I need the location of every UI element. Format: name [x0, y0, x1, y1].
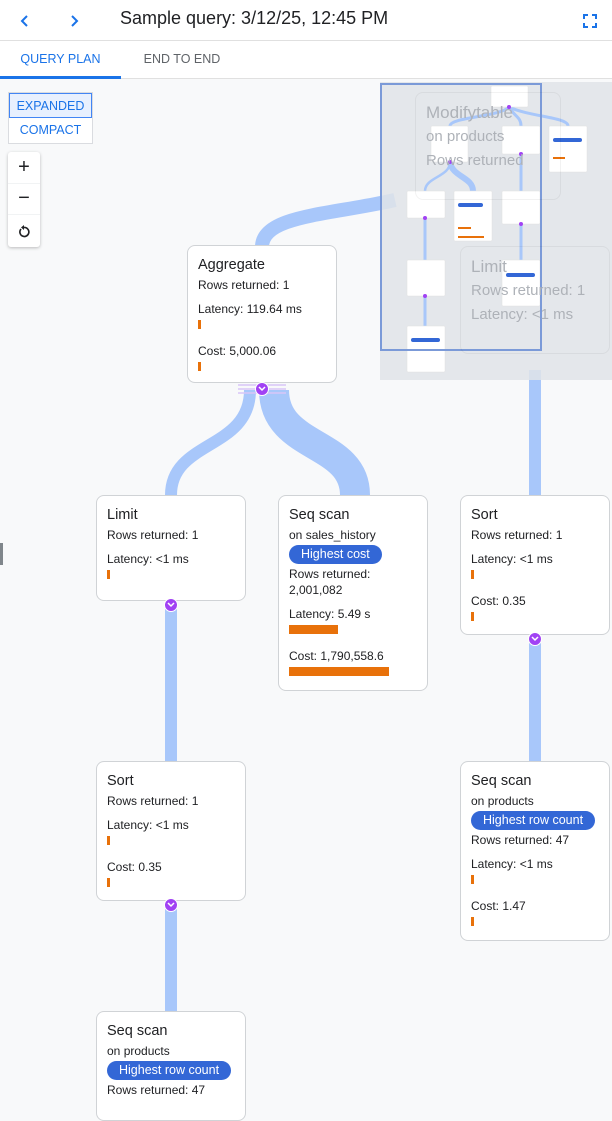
latency-bar	[471, 875, 474, 884]
chevron-left-icon	[20, 15, 28, 27]
node-latency: Latency: <1 ms	[107, 552, 189, 566]
edge-aggregate-seqscan	[259, 388, 370, 497]
tab-end-to-end[interactable]: END TO END	[143, 52, 221, 66]
cost-bar	[471, 917, 474, 926]
node-latency: Latency: <1 ms	[107, 818, 189, 832]
node-title: Seq scan	[471, 773, 532, 789]
edge-root-aggregate	[255, 193, 397, 249]
latency-bar	[289, 625, 338, 634]
node-rows-returned-value: 2,001,082	[289, 583, 343, 597]
zoom-controls: + −	[8, 152, 40, 247]
node-on-label: on	[471, 794, 485, 808]
expand-chevron-icon[interactable]	[255, 382, 269, 396]
node-on-label: on	[107, 1044, 121, 1058]
back-button[interactable]	[10, 6, 40, 36]
node-table: on sales_history	[289, 527, 417, 543]
fullscreen-button[interactable]	[575, 6, 605, 36]
expand-chevron-icon[interactable]	[164, 598, 178, 612]
cost-bar	[471, 612, 474, 621]
node-table: on products	[471, 793, 599, 809]
expand-chevron-icon[interactable]	[164, 898, 178, 912]
forward-button[interactable]	[59, 6, 89, 36]
node-cost: Cost: 0.35	[107, 860, 162, 874]
latency-bar	[107, 836, 110, 845]
expanded-button[interactable]: EXPANDED	[9, 93, 92, 118]
minimap-viewport[interactable]	[380, 83, 542, 351]
node-rows-returned: Rows returned: 1	[198, 278, 290, 292]
minimap[interactable]	[380, 82, 612, 380]
node-title: Limit	[107, 507, 138, 523]
node-badge: Highest cost	[289, 545, 382, 564]
page-title: Sample query: 3/12/25, 12:45 PM	[120, 8, 389, 28]
node-table: on products	[107, 1043, 235, 1059]
node-title: Seq scan	[289, 507, 350, 523]
edge-aggregate-limit	[165, 389, 256, 496]
node-title: Seq scan	[107, 1023, 168, 1039]
cost-bar	[107, 878, 110, 887]
zoom-out-button[interactable]: −	[8, 184, 40, 216]
node-on-label: on	[289, 528, 303, 542]
node-latency: Latency: 119.64 ms	[198, 302, 302, 316]
node-title: Sort	[471, 507, 498, 523]
side-drag-handle[interactable]	[0, 543, 3, 565]
node-badge: Highest row count	[107, 1061, 232, 1080]
node-latency: Latency: <1 ms	[471, 857, 553, 871]
node-rows-returned-label: Rows returned:	[289, 567, 371, 581]
node-table-name: sales_history	[305, 528, 376, 542]
node-rows-returned: Rows returned: 47	[471, 833, 570, 847]
fullscreen-icon	[583, 14, 597, 28]
node-title: Sort	[107, 773, 134, 789]
cost-bar	[198, 362, 201, 371]
node-cost: Cost: 0.35	[471, 594, 526, 608]
chevron-right-icon	[71, 15, 79, 27]
view-mode-toggle: EXPANDED COMPACT	[8, 92, 93, 144]
latency-bar	[107, 570, 110, 579]
cost-bar	[289, 667, 389, 676]
node-rows-returned: Rows returned: 1	[107, 528, 199, 542]
node-latency: Latency: <1 ms	[471, 552, 553, 566]
tab-bar: QUERY PLAN END TO END	[0, 41, 612, 79]
node-cost: Cost: 5,000.06	[198, 344, 277, 358]
node-latency: Latency: 5.49 s	[289, 607, 371, 621]
minimap-graph	[406, 85, 588, 373]
expand-chevron-icon[interactable]	[528, 632, 542, 646]
reset-zoom-button[interactable]	[8, 215, 40, 247]
node-rows-returned: Rows returned: 47	[107, 1083, 206, 1097]
header: Sample query: 3/12/25, 12:45 PM	[0, 0, 612, 41]
zoom-in-button[interactable]: +	[8, 152, 40, 184]
compact-button[interactable]: COMPACT	[19, 123, 82, 137]
node-rows-returned: Rows returned: 1	[107, 794, 199, 808]
node-table-name: products	[123, 1044, 170, 1058]
node-table-name: products	[487, 794, 534, 808]
node-cost: Cost: 1,790,558.6	[289, 649, 384, 663]
node-title: Aggregate	[198, 257, 265, 273]
latency-bar	[198, 320, 201, 329]
node-badge: Highest row count	[471, 811, 596, 830]
node-rows-returned: Rows returned: 1	[471, 528, 563, 542]
latency-bar	[471, 570, 474, 579]
node-cost: Cost: 1.47	[471, 899, 526, 913]
tab-query-plan[interactable]: QUERY PLAN	[0, 41, 121, 79]
reset-icon	[19, 224, 30, 238]
